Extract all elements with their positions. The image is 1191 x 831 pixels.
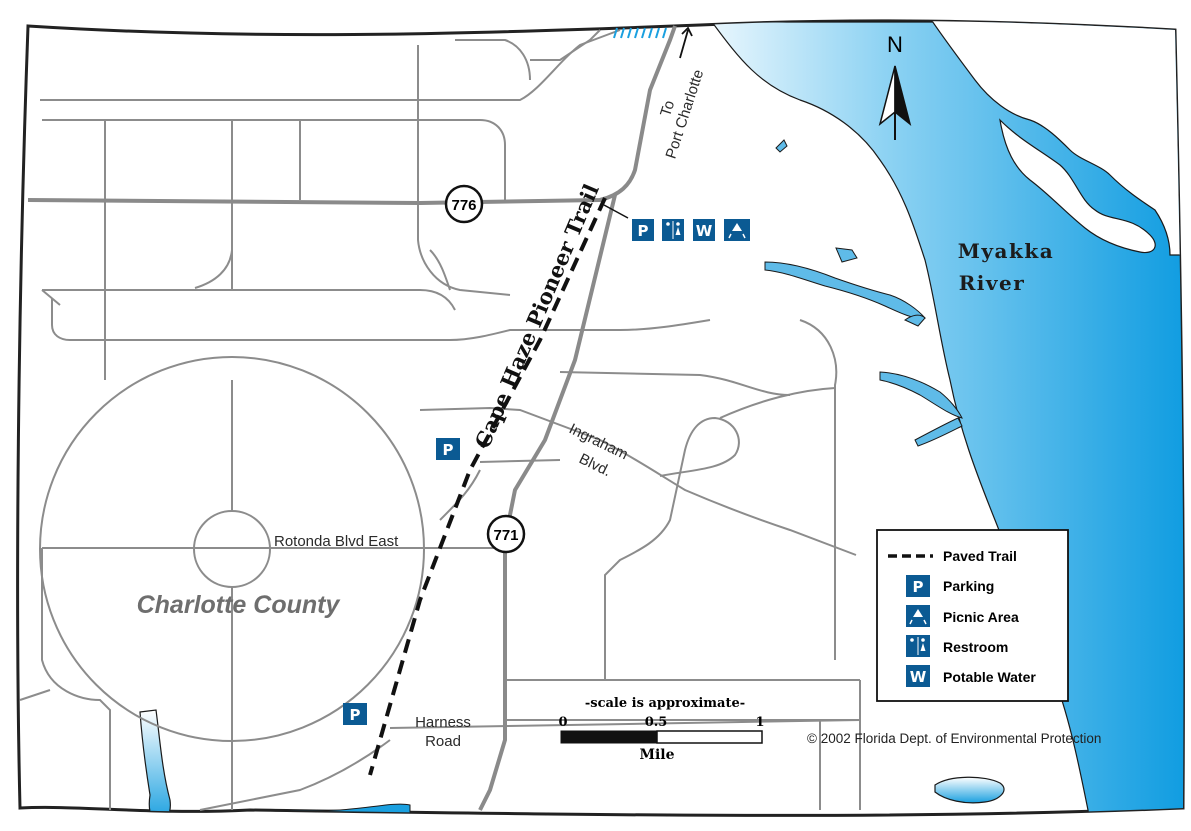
- rotonda-blvd-label: Rotonda Blvd East: [274, 533, 399, 550]
- copyright-text: © 2002 Florida Dept. of Environmental Pr…: [807, 731, 1101, 746]
- trailhead-amenities: P W: [632, 219, 750, 241]
- north-direction-arrow-icon: [679, 26, 693, 59]
- svg-text:P: P: [913, 578, 924, 596]
- parking-icon: P: [906, 575, 930, 597]
- north-label: N: [887, 32, 903, 57]
- river-label-river: River: [959, 271, 1026, 295]
- scale-tick-mid: 0.5: [645, 715, 668, 730]
- road-network: [19, 29, 861, 811]
- restroom-icon: [662, 219, 684, 241]
- scale-tick-0: 0: [558, 715, 567, 730]
- picnic-table-icon: [724, 219, 750, 241]
- north-arrow-icon: N: [878, 32, 912, 140]
- scale-title: -scale is approximate-: [585, 696, 745, 711]
- svg-text:W: W: [696, 222, 713, 240]
- scale-unit: Mile: [639, 747, 674, 763]
- picnic-table-icon: [906, 605, 930, 627]
- road-label: Road: [425, 733, 461, 750]
- to-label: To: [657, 98, 678, 118]
- top-edge-hatch: [613, 27, 667, 39]
- pond-south-east: [934, 776, 1005, 804]
- legend-water: W Potable Water: [906, 665, 1036, 687]
- scale-tick-1: 1: [755, 715, 764, 730]
- svg-text:W: W: [910, 668, 927, 686]
- river-inlet-4: [904, 314, 926, 327]
- legend-picnic: Picnic Area: [906, 605, 1019, 627]
- route-776-shield: 776: [444, 184, 484, 224]
- river-inlet-3: [914, 417, 963, 447]
- water-icon: W: [906, 665, 930, 687]
- scale-bar: -scale is approximate- 0 0.5 1 Mile: [558, 696, 764, 763]
- legend: Paved Trail P Parking Picnic Area Restro…: [876, 529, 1069, 702]
- route-771-shield: 771: [486, 514, 526, 554]
- svg-text:P: P: [350, 706, 361, 724]
- road-776: [27, 25, 677, 206]
- pond-2: [835, 247, 858, 263]
- parking-icon: P: [343, 703, 367, 725]
- svg-text:P: P: [638, 222, 649, 240]
- river-inlet-2: [879, 371, 963, 419]
- legend-parking: P Parking: [906, 575, 994, 597]
- legend-label: Parking: [943, 578, 994, 594]
- river-east-bank: [928, 20, 1184, 256]
- legend-label: Paved Trail: [943, 548, 1017, 564]
- harness-label: Harness: [415, 714, 471, 731]
- legend-paved-trail: Paved Trail: [888, 548, 1017, 564]
- water-icon: W: [693, 219, 715, 241]
- river-island: [999, 118, 1156, 254]
- trailhead-leader: [603, 204, 629, 219]
- parking-icon: P: [436, 438, 460, 460]
- svg-text:P: P: [443, 441, 454, 459]
- legend-label: Restroom: [943, 639, 1008, 655]
- restroom-icon: [906, 635, 930, 657]
- route-776-label: 776: [451, 197, 476, 214]
- route-771-label: 771: [493, 527, 518, 544]
- county-label: Charlotte County: [137, 591, 341, 619]
- legend-label: Potable Water: [943, 669, 1036, 685]
- road-771: [478, 194, 617, 811]
- legend-label: Picnic Area: [943, 609, 1019, 625]
- pond-1: [775, 139, 788, 153]
- legend-restroom: Restroom: [906, 635, 1008, 657]
- parking-icon: P: [632, 219, 654, 241]
- pond-south-west: [139, 709, 171, 816]
- river-label-myakka: Myakka: [958, 239, 1054, 263]
